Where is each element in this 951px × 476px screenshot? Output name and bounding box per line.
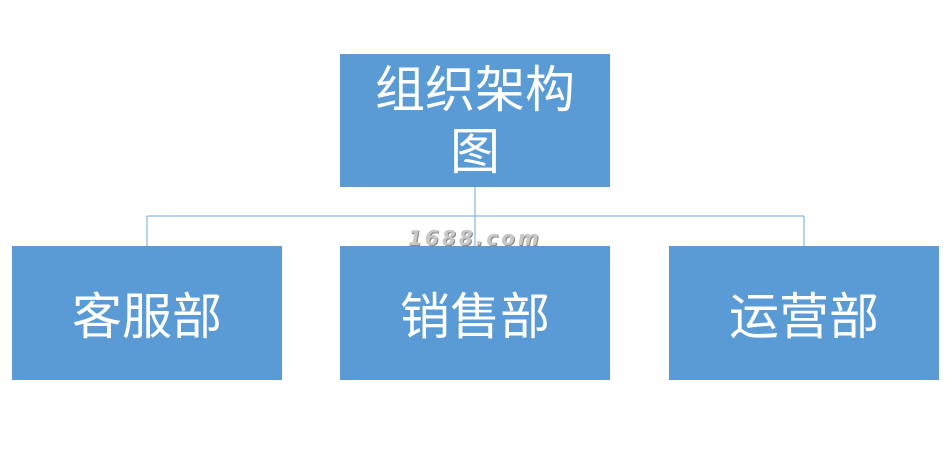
department-node-sales[interactable]: 销售部 bbox=[340, 246, 610, 380]
watermark-text: 1688.com bbox=[408, 226, 542, 250]
department-node-operations[interactable]: 运营部 bbox=[669, 246, 939, 380]
department-node-customer-service[interactable]: 客服部 bbox=[12, 246, 282, 380]
department-label: 销售部 bbox=[400, 288, 550, 346]
root-node-label: 组织架构图 bbox=[375, 60, 575, 181]
org-chart-root-node[interactable]: 组织架构图 bbox=[340, 54, 610, 187]
department-label: 运营部 bbox=[729, 288, 879, 346]
department-label: 客服部 bbox=[72, 288, 222, 346]
